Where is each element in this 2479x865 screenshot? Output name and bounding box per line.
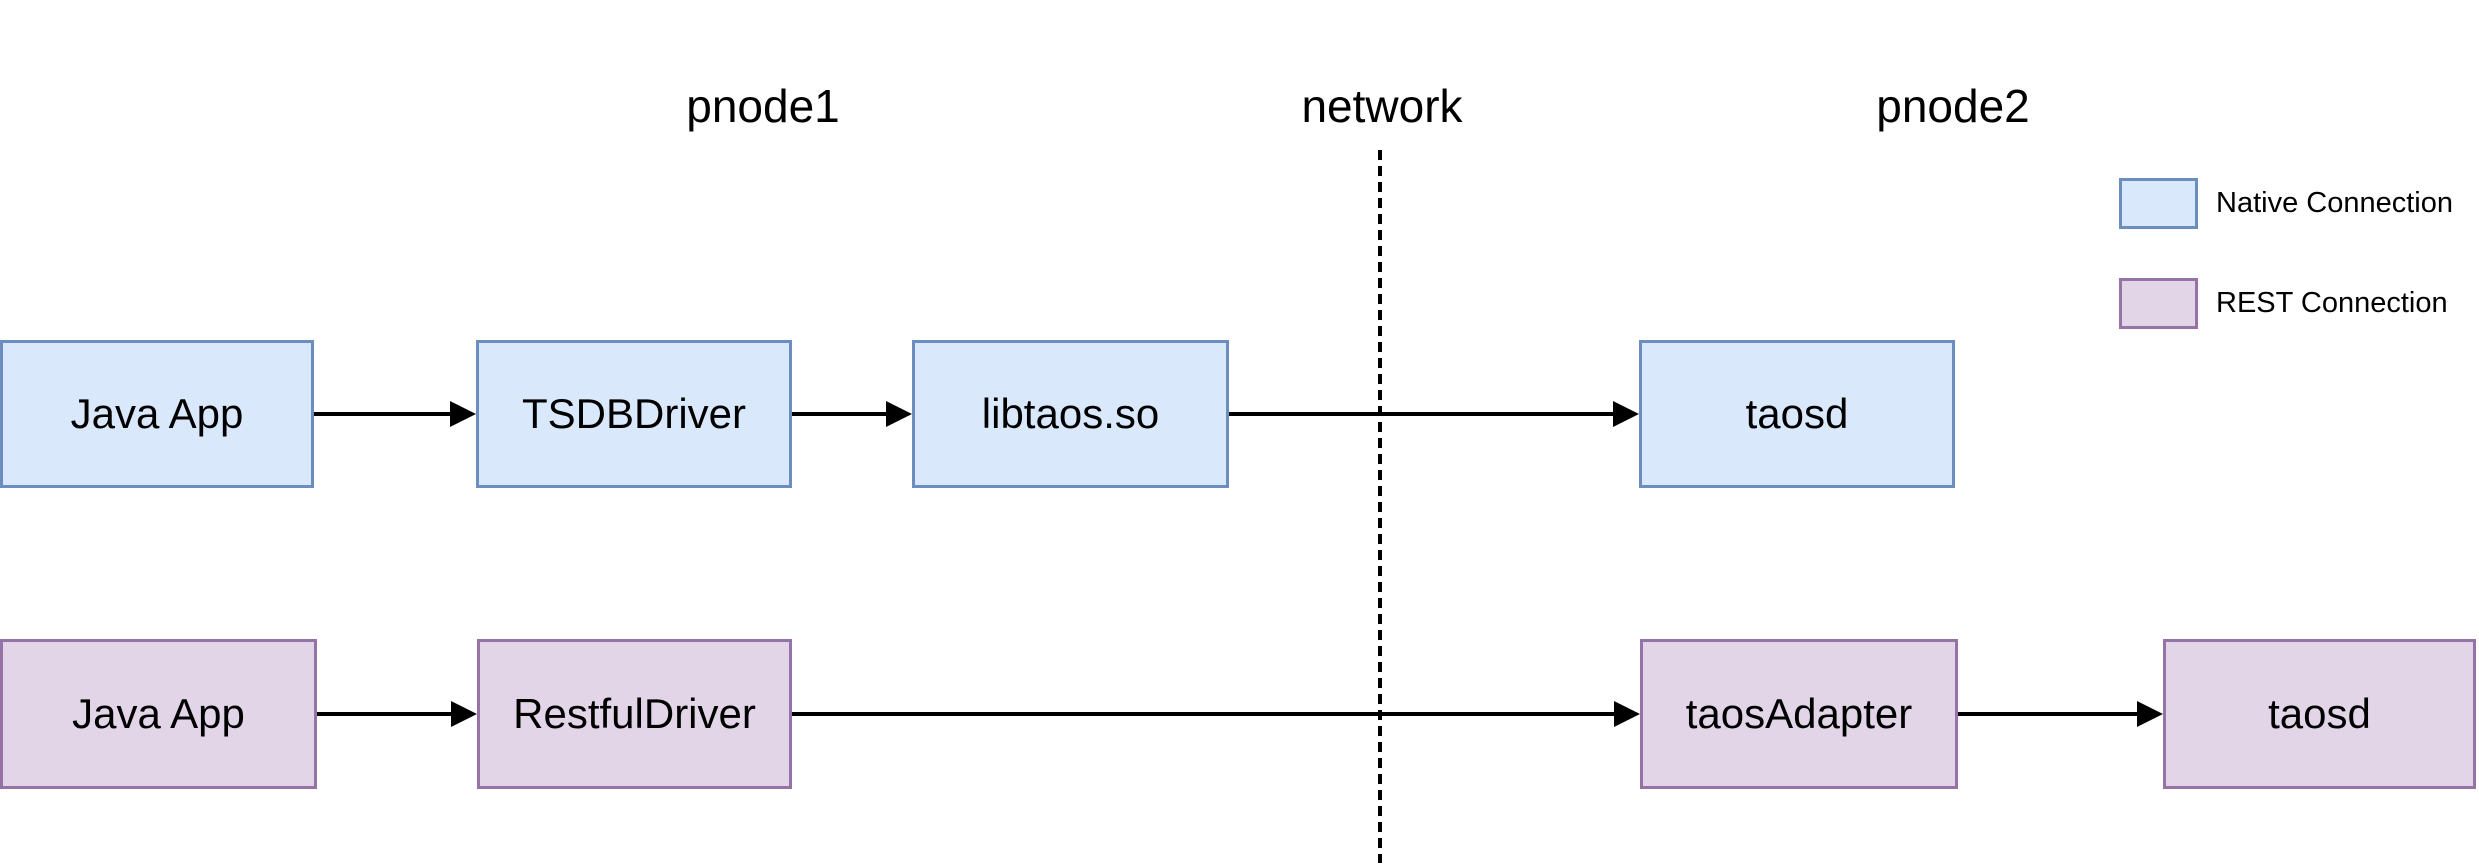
node-rest-restfuldriver: RestfulDriver (477, 639, 792, 789)
arrow-shaft (792, 712, 1618, 716)
column-title-pnode2: pnode2 (1876, 80, 2030, 132)
legend-label: Native Connection (2216, 187, 2453, 219)
network-boundary-dashed-line (1378, 150, 1382, 863)
arrowhead-icon (1613, 401, 1639, 427)
node-native-java-app: Java App (0, 340, 314, 488)
node-label: taosd (2268, 690, 2371, 737)
arrowhead-icon (1614, 701, 1640, 727)
node-label: libtaos.so (981, 390, 1160, 437)
node-label: RestfulDriver (513, 690, 756, 737)
node-label: Java App (70, 390, 244, 437)
legend-item-rest-connection: REST Connection (2119, 278, 2448, 329)
arrowhead-icon (2137, 701, 2163, 727)
node-native-taosd: taosd (1639, 340, 1955, 488)
legend-label: REST Connection (2216, 287, 2448, 319)
legend-item-native-connection: Native Connection (2119, 178, 2453, 229)
node-rest-taosadapter: taosAdapter (1640, 639, 1958, 789)
arrow-shaft (314, 412, 454, 416)
node-native-libtaos-so: libtaos.so (912, 340, 1229, 488)
flow-arrow-taosadapter-to-taosd (1958, 701, 2163, 727)
arrow-shaft (792, 412, 890, 416)
column-title-pnode1: pnode1 (686, 80, 840, 132)
flow-arrow-tsdbdriver-to-libtaos (792, 401, 912, 427)
node-label: taosd (1745, 390, 1849, 437)
flow-arrow-restfuldriver-to-taosadapter (792, 701, 1640, 727)
node-label: Java App (72, 690, 245, 737)
arrow-shaft (1958, 712, 2141, 716)
arrow-shaft (1229, 412, 1617, 416)
arrowhead-icon (450, 401, 476, 427)
arrow-shaft (317, 712, 455, 716)
flow-arrow-javaapp-to-restfuldriver (317, 701, 477, 727)
column-title-network: network (1301, 80, 1463, 132)
node-label: TSDBDriver (521, 390, 746, 437)
node-label: taosAdapter (1685, 690, 1913, 737)
arrowhead-icon (886, 401, 912, 427)
arrowhead-icon (451, 701, 477, 727)
node-rest-java-app: Java App (0, 639, 317, 789)
flow-arrow-javaapp-to-tsdbdriver (314, 401, 476, 427)
node-native-tsdbdriver: TSDBDriver (476, 340, 792, 488)
flow-arrow-libtaos-to-taosd (1229, 401, 1639, 427)
legend-swatch-rest (2119, 278, 2198, 329)
legend-swatch-native (2119, 178, 2198, 229)
node-rest-taosd: taosd (2163, 639, 2476, 789)
